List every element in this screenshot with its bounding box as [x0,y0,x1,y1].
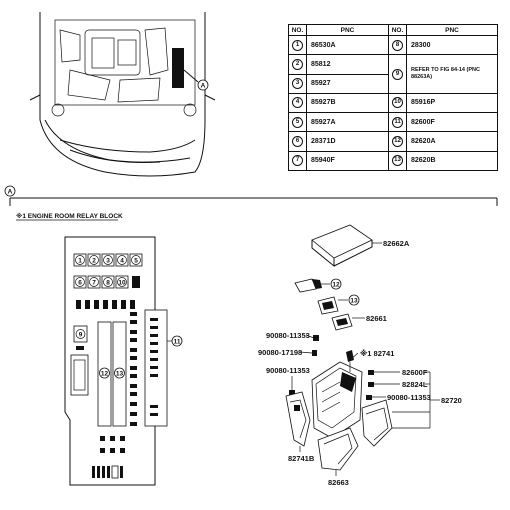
row-number: 11 [392,116,403,128]
group-label-11: 11 [174,339,181,346]
section-a-marker-label: A [8,189,13,196]
row-number: 9 [392,68,403,80]
row-number: 5 [292,116,303,128]
mini-fuse-row [76,300,135,309]
part-82600F: 82600F [402,368,428,377]
row-number: 10 [392,97,403,109]
part-82741B: 82741B [288,454,315,463]
table-row: 7 85940F 13 82620B [288,150,498,172]
part-90080-11353-a: 90080-11353 [266,331,310,340]
engine-bay-illustration: A [29,12,216,177]
part-90080-17198: 90080-17198 [258,348,302,357]
row-number: 1 [292,39,303,51]
view-a-marker-circle [197,79,209,91]
part-82661: 82661 [366,314,387,323]
fuse-label: 1 [78,258,82,265]
mini-fuse-column [130,312,137,426]
part-90080-11353-c: 90080-11353 [387,393,431,402]
row-number: 7 [292,155,303,167]
table-header-row: NO. PNC NO. PNC [288,24,498,36]
part-reference: REFER TO FIG 84-14 (PNC 88263A) [406,54,498,94]
row-number: 3 [292,78,303,90]
fuse-label: 2 [92,258,96,265]
part-82741-star: ※1 82741 [360,349,394,358]
row-number: 8 [392,39,403,51]
callout-12: 12 [332,282,340,289]
fuse-group-11 [150,318,158,416]
part-82720: 82720 [441,396,462,405]
part-number: 82620B [406,150,498,172]
part-82824L: 82824L [402,380,428,389]
section-a-marker-circle [4,185,16,197]
fuse-label: 7 [92,280,96,287]
fuse-label: 8 [106,280,110,287]
relay-block-layout: 1 2 3 4 5 6 7 8 10 [64,236,183,486]
exploded-parts: 82662A 12 13 82661 90080-11353 90080-171… [258,224,462,487]
fuse-label: 6 [78,280,82,287]
relay-label-12: 12 [101,371,109,378]
part-number: 28300 [406,34,498,56]
part-82663: 82663 [328,478,349,487]
pnc-table: NO. PNC NO. PNC 1 86530A 8 28300 2 85812… [288,24,498,172]
row-number: 4 [292,97,303,109]
relay-label-13: 13 [116,371,124,378]
table-row: 1 86530A 8 28300 [288,34,498,56]
table-row: 5 85927A 11 82600F [288,112,498,133]
table-row: 3 85927 [288,73,498,94]
fuse-label: 10 [118,280,126,287]
fuse-row-1: 1 2 3 4 5 [73,253,143,267]
fuse-label: 9 [79,332,83,339]
row-number: 2 [292,58,303,70]
fuse-row-2: 6 7 8 10 [73,275,140,289]
fuse-label: 5 [134,258,138,265]
row-number: 13 [392,155,403,167]
section-separator: A ※1 ENGINE ROOM RELAY BLOCK [4,185,498,221]
view-a-marker-label: A [201,83,206,90]
section-title: ※1 ENGINE ROOM RELAY BLOCK [16,211,123,220]
row-number: 6 [292,136,303,148]
row-number: 12 [392,136,403,148]
fuse-label: 3 [106,258,110,265]
table-row: 2 85812 9 REFER TO FIG 84-14 (PNC 88263A… [288,54,498,94]
part-82662A: 82662A [383,239,410,248]
callout-13: 13 [350,298,358,305]
part-90080-11353-b: 90080-11353 [266,366,310,375]
fuse-label: 4 [120,258,124,265]
